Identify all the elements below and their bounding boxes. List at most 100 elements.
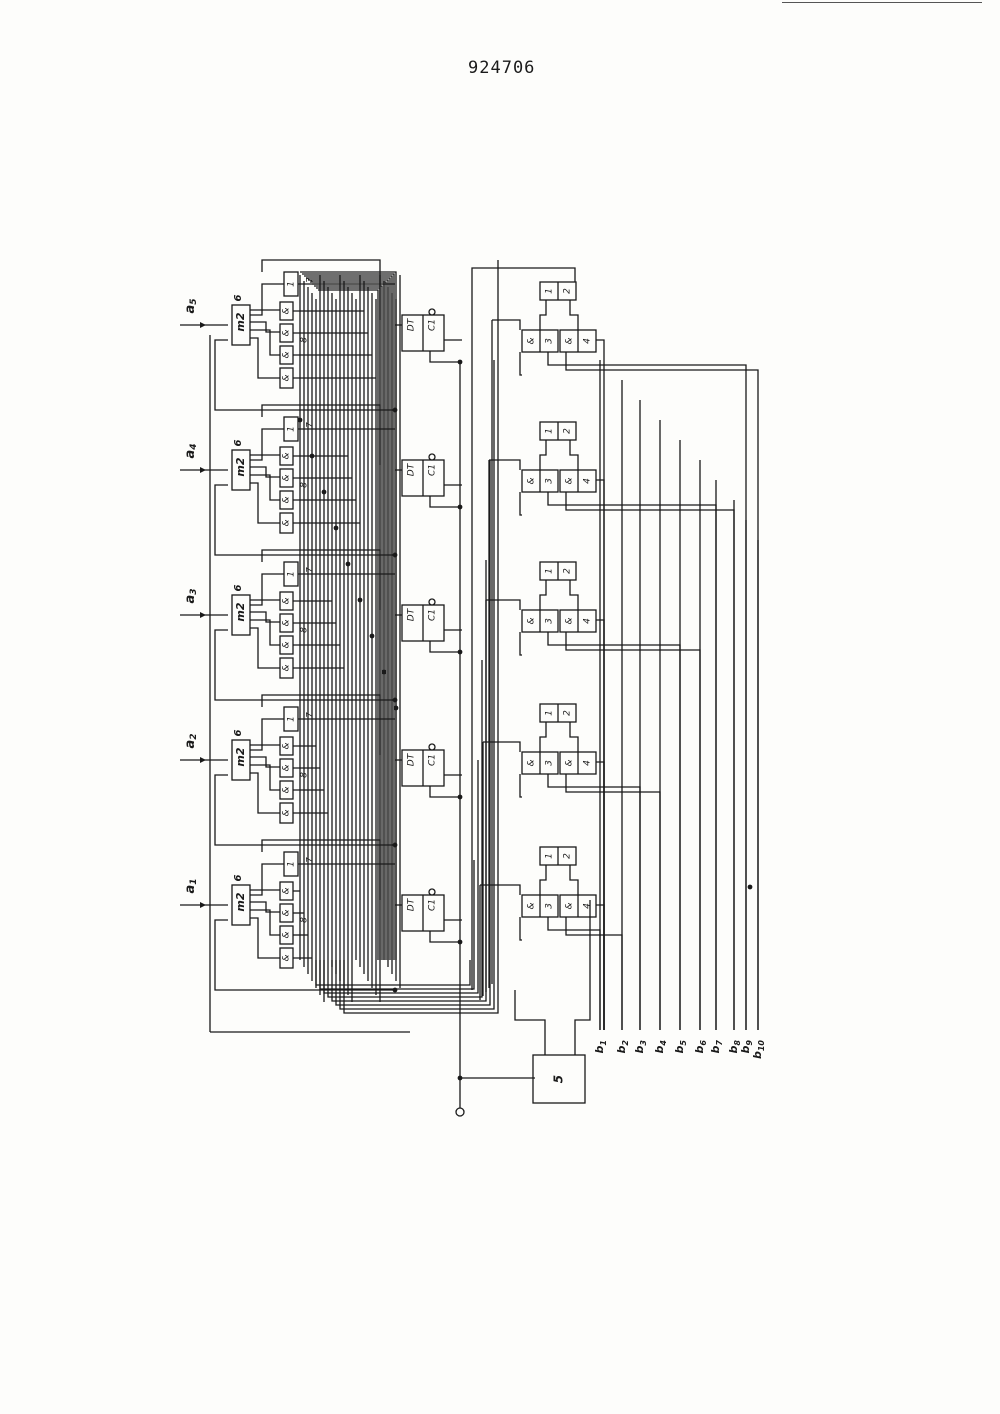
or-ref: 7 [306,857,316,863]
wire [566,774,660,1030]
junction-dot [358,598,363,603]
output-label-b1: b1 [593,1040,608,1053]
input-label-a4: a4 [183,443,199,458]
wire [250,890,280,895]
xor-label: m2 [234,457,247,476]
cell-and-right-ref: 4 [583,903,593,909]
xor-ref: 6 [233,584,244,591]
cell-or-ref: 2 [563,288,573,294]
cell-and-right-ref: 4 [583,760,593,766]
and-label: & [282,619,292,626]
output-label-b7: b7 [709,1040,724,1054]
wire [250,864,284,890]
wire [250,455,280,460]
wire [250,628,280,668]
cell-and-left-ref: 3 [545,903,555,909]
xor-label: m2 [234,312,247,331]
wire [430,641,462,652]
control-block-ref: 5 [552,1075,566,1083]
wire [250,773,280,813]
input-label-a3: a3 [183,588,199,603]
xor-ref: 6 [233,729,244,736]
wire [520,492,522,515]
trigger-output-circle [429,309,435,315]
cell-or-label: 1 [545,568,555,574]
wire [430,351,462,362]
or-ref: 7 [306,422,316,428]
wire [540,580,546,610]
wire [250,918,280,958]
or-ref: 7 [306,712,316,718]
cell-or-label: 1 [545,853,555,859]
wire [570,440,578,470]
wire [540,865,546,895]
wire [250,475,280,500]
wire [570,580,578,610]
and-label: & [282,452,292,459]
junction-dot [458,1076,463,1081]
output-label-b5: b5 [673,1040,688,1054]
cell-or-label: 1 [545,428,555,434]
wire [250,284,284,310]
and-label: & [282,597,292,604]
or-label: 1 [287,861,297,867]
and-label: & [282,954,292,961]
and-label: & [282,374,292,381]
trigger-label: DT [407,897,417,911]
and-label: & [282,519,292,526]
wire [540,440,546,470]
cell-and-left-ref: 3 [545,478,555,484]
and-label: & [282,351,292,358]
block5-input [515,990,545,1055]
cell-and-right-label: & [565,902,575,909]
and-label: & [282,764,292,771]
input-label-a5: a5 [183,298,199,313]
junction-dot [393,698,398,703]
trigger-clock: C1 [428,319,438,331]
junction-dot [393,553,398,558]
output-label-b6: b6 [693,1040,708,1054]
clock-input-terminal [456,1108,464,1116]
wire [492,320,520,330]
input-arrow [200,757,206,763]
bus-collector [332,560,486,1001]
trigger-label: DT [407,462,417,476]
input-arrow [200,467,206,473]
junction-dot [310,454,315,459]
trigger-clock: C1 [428,899,438,911]
junction-dot [334,526,339,531]
junction-dot [393,408,398,413]
wire [520,352,522,375]
wire [430,496,462,507]
cell-and-left-ref: 3 [545,618,555,624]
xor-label: m2 [234,892,247,911]
input-label-a2: a2 [183,733,199,748]
cell-and-left-label: & [527,337,537,344]
xor-label: m2 [234,747,247,766]
block5-output [575,900,590,1055]
trigger-output-circle [429,599,435,605]
wire [570,300,578,330]
and-label: & [282,909,292,916]
trigger-output-circle [429,744,435,750]
trigger-output-circle [429,889,435,895]
xor-ref: 6 [233,439,244,446]
junction-dot [370,634,375,639]
cell-and-left-ref: 3 [545,760,555,766]
cell-and-right-label: & [565,337,575,344]
cell-and-left-label: & [527,617,537,624]
wire [566,352,758,1030]
cell-or-ref: 2 [563,853,573,859]
cell-or-label: 1 [545,710,555,716]
cell-or-ref: 2 [563,428,573,434]
trigger-label: DT [407,752,417,766]
input-arrow [200,612,206,618]
cell-or-ref: 2 [563,710,573,716]
wire [250,910,280,935]
wire [250,745,280,750]
and-label: & [282,664,292,671]
cell-and-right-label: & [565,617,575,624]
wire [250,310,280,315]
wire [430,931,462,942]
